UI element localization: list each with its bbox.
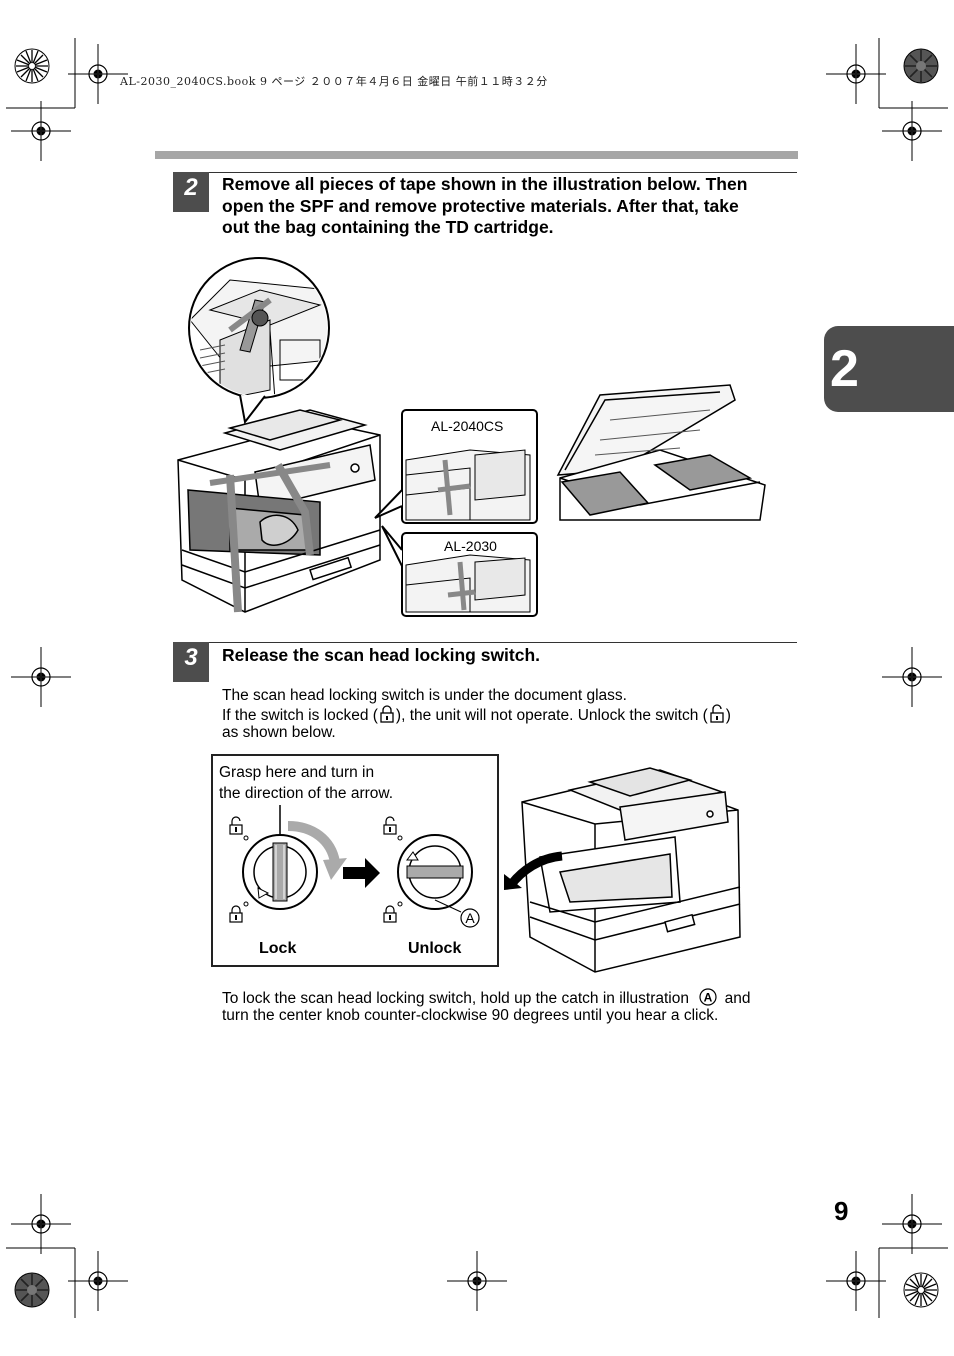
step3-rule [173, 642, 797, 643]
unlocked-padlock-icon [229, 816, 243, 835]
unlocked-padlock-icon [383, 816, 397, 835]
copier-scan-head-drawing [504, 767, 741, 973]
tape-removal-illustration: AL-2040CS AL-2030 [177, 257, 766, 617]
section-top-bar [155, 151, 798, 159]
locked-padlock-icon [229, 905, 243, 923]
circled-a-icon: A [699, 988, 717, 1006]
unlock-knob [383, 816, 473, 923]
step3-body-line: The scan head locking switch is under th… [222, 687, 627, 704]
step2-title: Remove all pieces of tape shown in the i… [222, 174, 802, 239]
locked-padlock-icon [383, 905, 397, 923]
locked-padlock-icon [380, 705, 394, 723]
zoom-detail-circle [188, 257, 330, 425]
chapter-tab: 2 [824, 326, 954, 412]
unlock-label: Unlock [408, 940, 462, 957]
al2030-inset [381, 525, 538, 617]
step3-title: Release the scan head locking switch. [222, 645, 541, 665]
step3-lock-instruction: To lock the scan head locking switch, ho… [222, 988, 751, 1024]
book-file-header: AL-2030_2040CS.book 9 ページ ２００７年４月６日 金曜日 … [120, 75, 548, 88]
al2030-label: AL-2030 [444, 538, 497, 554]
copier-main-drawing [177, 409, 381, 613]
step3-body-line: as shown below. [222, 724, 336, 741]
circled-a-icon: A [460, 908, 480, 928]
step3-description: The scan head locking switch is under th… [222, 687, 802, 741]
page-number: 9 [834, 1196, 849, 1226]
al2040cs-label: AL-2040CS [431, 418, 503, 434]
lock-switch-diagram: A [229, 805, 480, 928]
lock-switch-figure-box [211, 754, 499, 967]
step3-number: 3 [173, 642, 209, 682]
open-spf-drawing [556, 384, 766, 521]
lock-label: Lock [259, 940, 297, 957]
step2-number: 2 [173, 172, 209, 212]
step2-title-line: Remove all pieces of tape shown in the i… [222, 174, 748, 194]
step2-rule [173, 172, 797, 173]
step2-title-line: open the SPF and remove protective mater… [222, 195, 739, 216]
step2-title-line: out the bag containing the TD cartridge. [222, 217, 554, 237]
al2040cs-inset [374, 409, 538, 524]
lock-knob [229, 816, 347, 923]
unlocked-padlock-icon [710, 704, 724, 723]
grasp-instruction: Grasp here and turn in the direction of … [219, 764, 394, 802]
svg-text:A: A [704, 991, 713, 1005]
arrow-right-icon [343, 858, 380, 888]
svg-text:A: A [465, 910, 475, 926]
step3-body-line: If the switch is locked (), the unit wil… [222, 704, 802, 724]
